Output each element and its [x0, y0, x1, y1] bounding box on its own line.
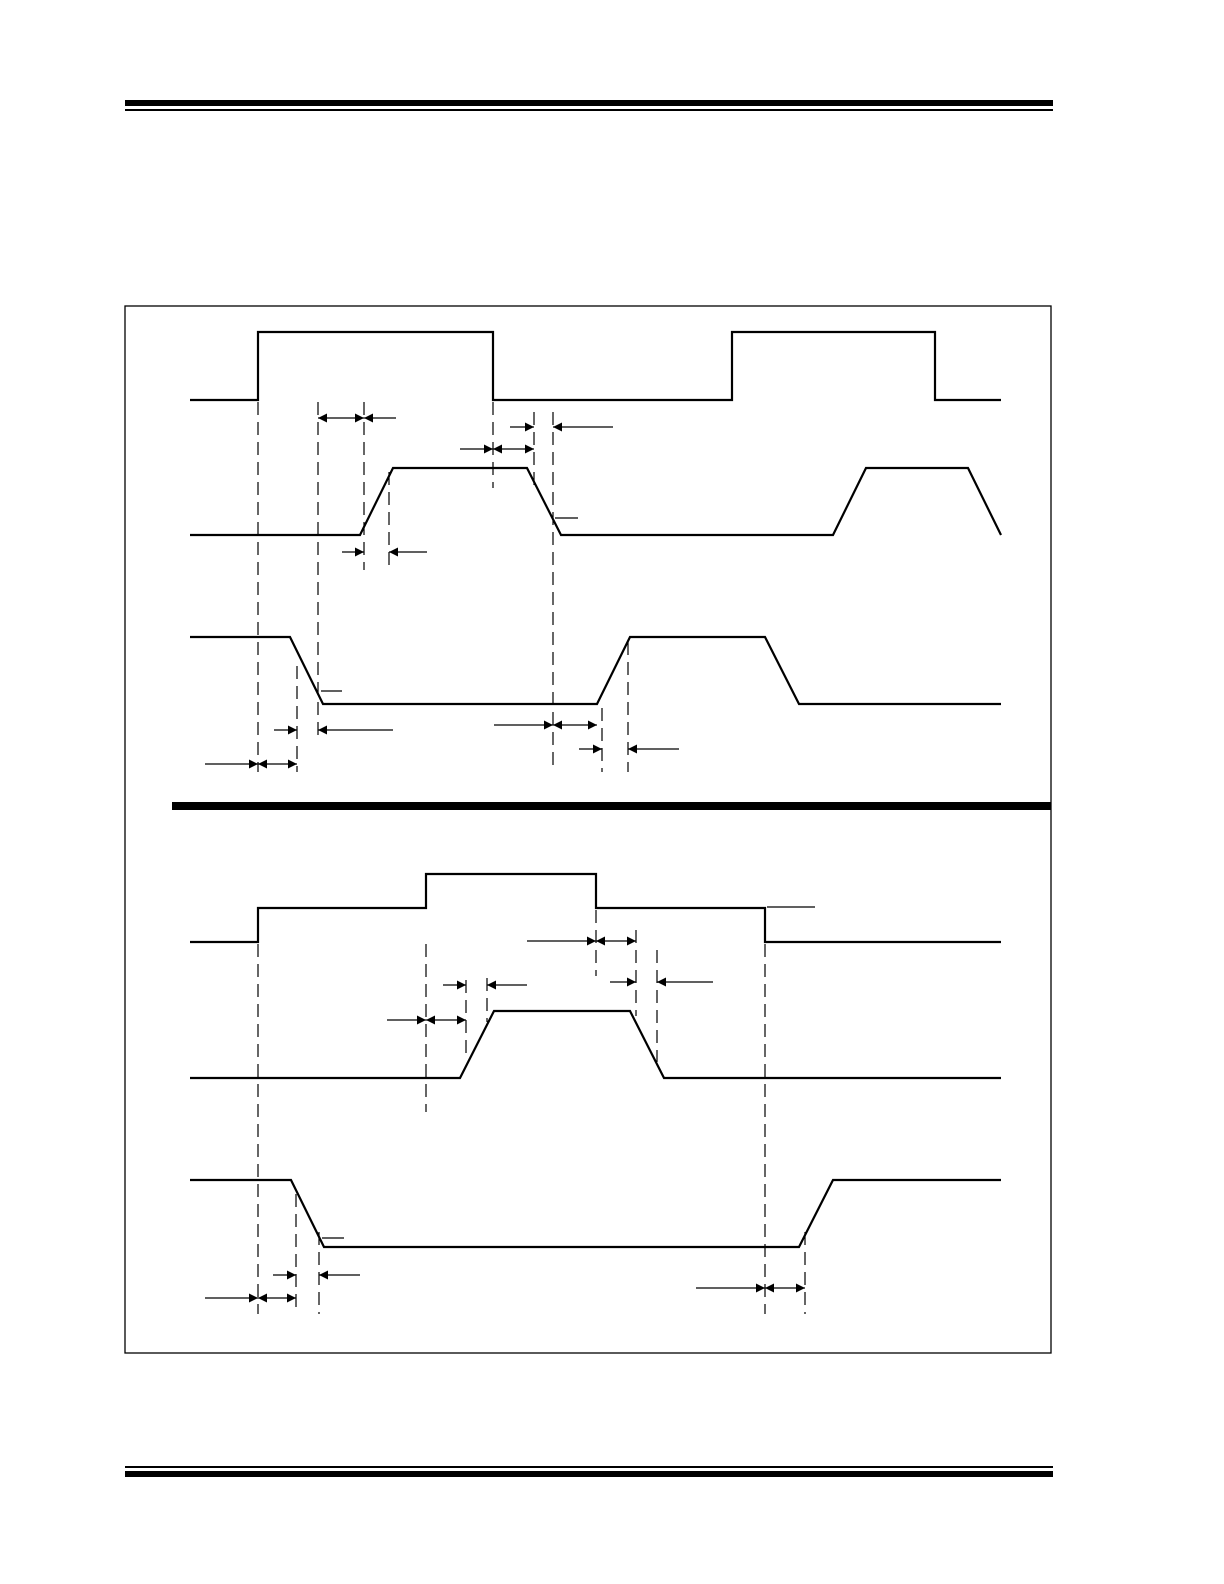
header-rule-thin	[125, 109, 1053, 111]
footer-rule-thick	[125, 1471, 1053, 1477]
panel1-trace-1	[190, 330, 1001, 402]
panel1-trace-3	[190, 635, 1001, 706]
timing-panel-2	[190, 872, 1001, 1314]
panel1-trace-2	[190, 466, 1002, 537]
header-rule-thick	[125, 100, 1053, 106]
timing-panel-1	[190, 330, 1002, 772]
panel2-trace-3	[190, 1178, 1001, 1249]
figure-frame	[124, 305, 1052, 1354]
panel2-trace-1	[190, 872, 1001, 944]
panel2-reference-lines	[257, 910, 806, 1314]
panel1-timing-arrows	[205, 413, 679, 769]
panel1-reference-lines	[257, 402, 629, 772]
footer-rule-thin	[125, 1466, 1053, 1468]
panel2-timing-arrows	[205, 906, 815, 1303]
panel2-trace-2	[190, 1009, 1001, 1080]
